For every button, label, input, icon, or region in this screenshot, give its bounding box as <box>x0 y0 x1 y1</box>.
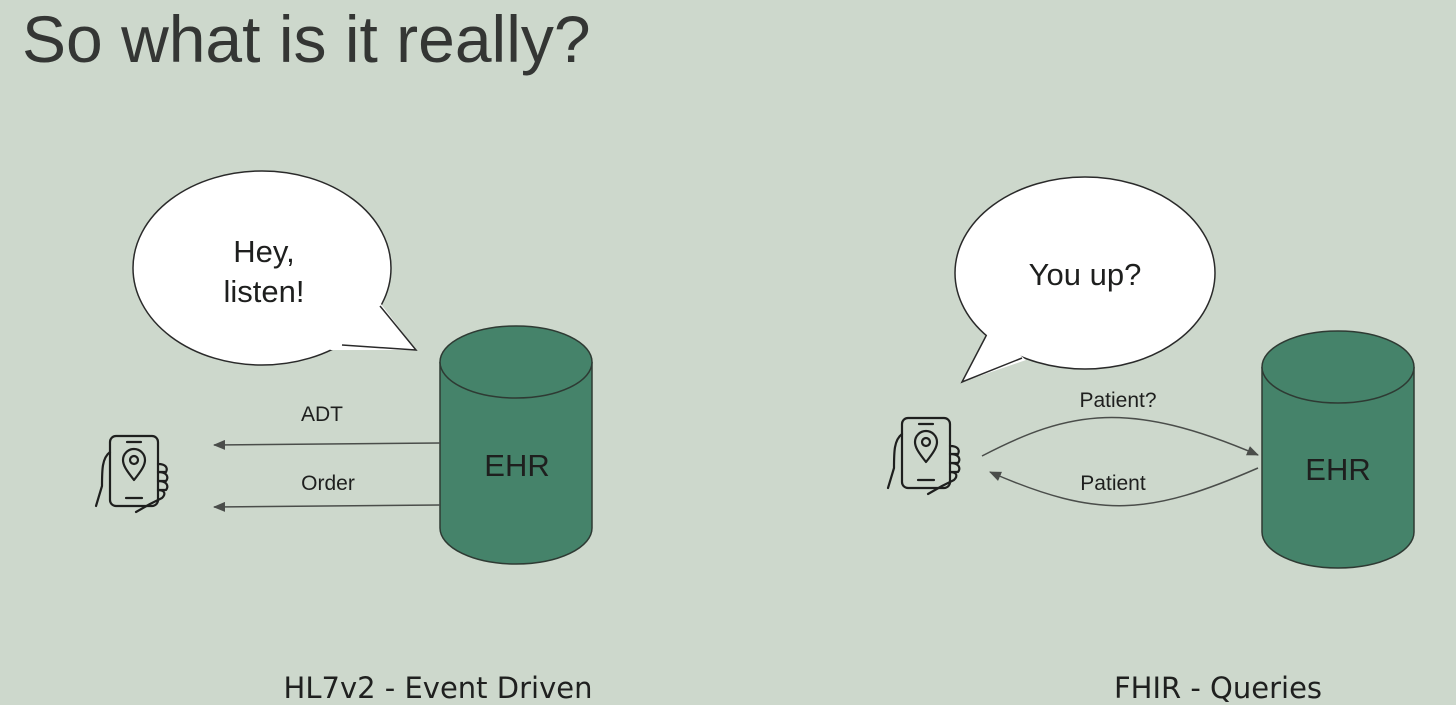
left-caption-text: HL7v2 - Event Driven <box>283 671 593 705</box>
left-ehr-label: EHR <box>484 448 549 483</box>
slide-title: So what is it really? <box>22 2 591 76</box>
right-speech-bubble: You up? <box>954 176 1216 384</box>
left-bubble-line-1: Hey, <box>233 234 294 269</box>
left-speech-bubble: Hey, listen! <box>132 170 418 366</box>
right-caption-text: FHIR - Queries <box>1113 671 1323 705</box>
right-bubble-line-1: You up? <box>1029 257 1142 292</box>
right-arrow-response: Patient <box>989 467 1259 507</box>
left-ehr-database: EHR <box>439 325 593 565</box>
left-arrow-order: Order <box>213 472 441 512</box>
right-arrow-query: Patient? <box>981 389 1259 457</box>
phone-location-icon <box>886 416 961 496</box>
left-bubble-line-2: listen! <box>224 274 305 309</box>
right-ehr-database: EHR <box>1261 330 1415 569</box>
left-arrow-adt: ADT <box>213 403 441 450</box>
right-ehr-label: EHR <box>1305 452 1370 487</box>
left-panel: Hey, listen! EHR ADT Order <box>94 170 593 565</box>
phone-location-icon <box>94 434 169 514</box>
left-arrow-order-label: Order <box>301 472 355 495</box>
right-arrow-response-label: Patient <box>1080 472 1146 495</box>
right-panel: You up? EHR Patient? Patient <box>886 176 1415 569</box>
right-arrow-query-label: Patient? <box>1079 389 1156 412</box>
left-arrow-adt-label: ADT <box>301 403 343 426</box>
